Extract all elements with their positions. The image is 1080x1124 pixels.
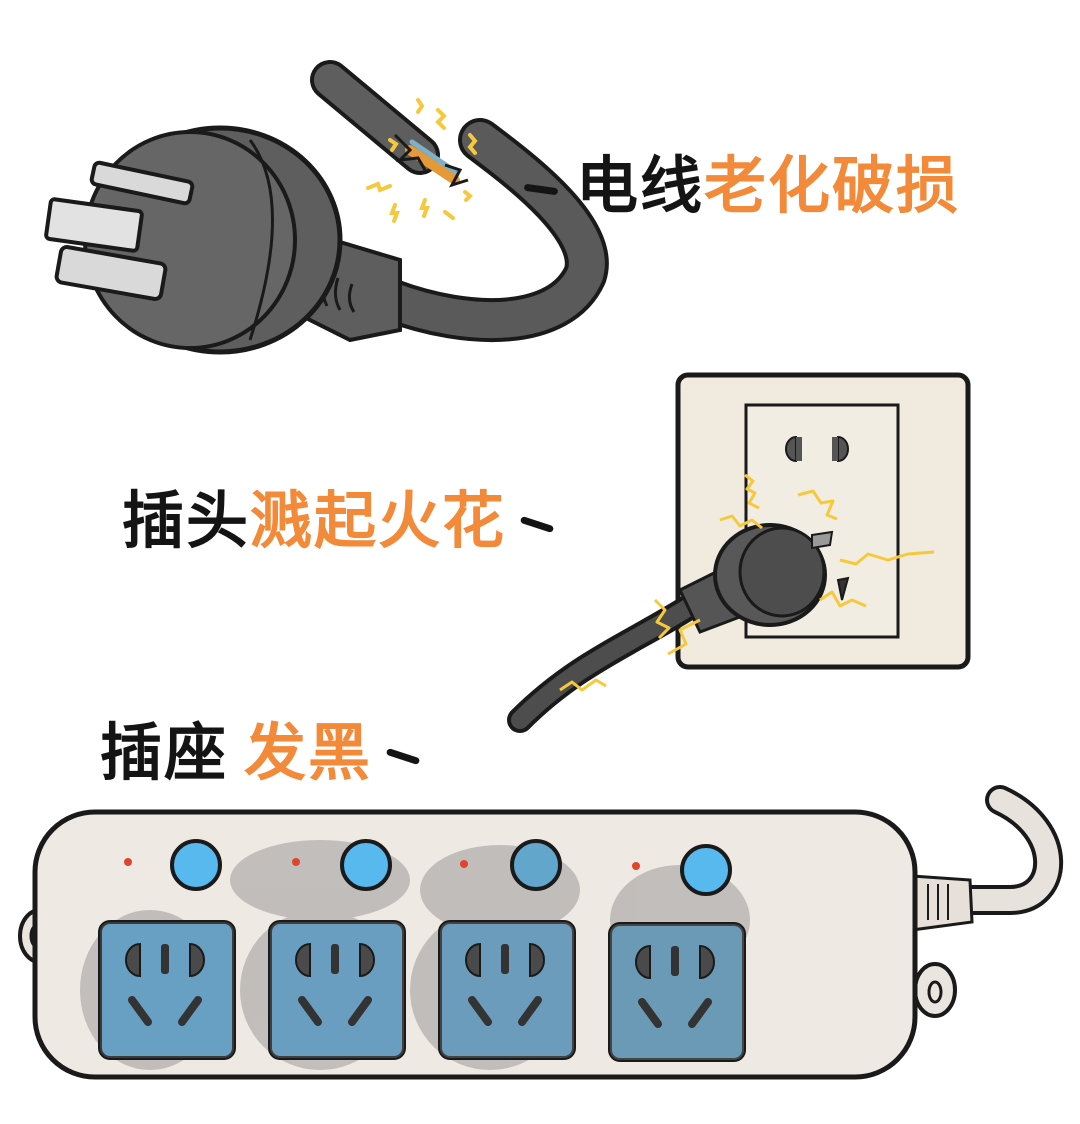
hazard-label-plug: 插头溅起火花 <box>122 490 555 552</box>
scorched-outlet-1 <box>98 839 236 1060</box>
scorched-outlet-4 <box>608 844 746 1062</box>
pointer-dash <box>385 748 421 766</box>
scorched-power-strip-icon <box>18 785 1064 1080</box>
hazard-label-wire: 电线老化破损 <box>523 155 960 217</box>
scorched-outlet-2 <box>268 839 406 1060</box>
sparking-wall-socket-icon <box>507 372 971 733</box>
pointer-dash <box>519 516 555 534</box>
scorched-outlet-3 <box>438 839 576 1060</box>
hazard-label-socket: 插座发黑 <box>100 722 421 784</box>
pointer-dash <box>523 184 559 196</box>
damaged-cord-plug-icon <box>44 60 609 355</box>
